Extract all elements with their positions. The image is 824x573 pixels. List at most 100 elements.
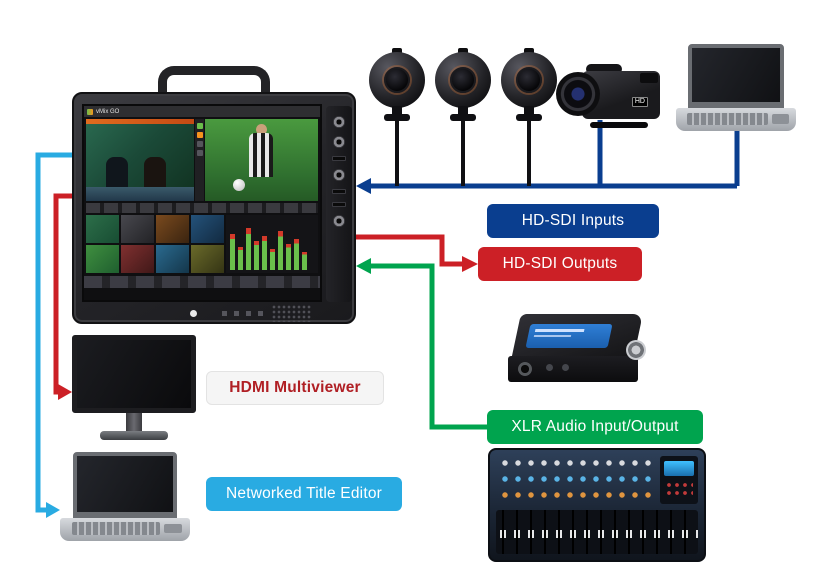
monitor-base	[100, 431, 168, 440]
hd-sdi-inputs-label: HD-SDI Inputs	[487, 204, 659, 238]
mixer-faders	[496, 510, 698, 554]
audio-meter-panel	[226, 215, 318, 273]
mixer-knob-row	[498, 472, 654, 486]
hd-sdi-input-line	[369, 120, 740, 189]
mixer-knob-row	[498, 456, 654, 470]
camcorder-lens-icon	[556, 72, 600, 116]
title-editor-arrow-icon	[46, 502, 60, 518]
port-icon	[332, 156, 346, 161]
port-icon	[332, 189, 346, 194]
audio-meter-bar	[294, 238, 299, 270]
player-head-shape	[256, 124, 267, 135]
hdmi-multiviewer-monitor-icon	[72, 335, 196, 443]
mixer-display-panel	[660, 456, 698, 504]
laptop-icon	[676, 44, 796, 148]
laptop-base	[676, 108, 796, 132]
audio-meter-bar	[238, 246, 243, 270]
audio-meter-bar	[278, 231, 283, 270]
io-connector-panel	[326, 106, 352, 302]
hd-sdi-outputs-label: HD-SDI Outputs	[478, 247, 642, 281]
mixer-display	[664, 461, 694, 476]
audio-meter-bar	[262, 236, 267, 270]
hdmi-multiviewer-label: HDMI Multiviewer	[206, 371, 384, 405]
camera-pole	[395, 120, 399, 186]
bnc-connector-icon	[333, 116, 345, 128]
desk-shape	[86, 187, 194, 201]
converter-knob	[546, 364, 553, 371]
touch-controls	[222, 311, 270, 316]
xlr-connector-icon	[518, 362, 532, 376]
input-thumbnails	[86, 215, 224, 273]
thumbnail-tile	[86, 215, 119, 243]
networked-title-editor-label: Networked Title Editor	[206, 477, 402, 511]
bnc-connector-icon	[333, 136, 345, 148]
thumbnail-tile	[121, 245, 154, 273]
audio-meter-bar	[270, 249, 275, 270]
thumbnail-tile	[191, 245, 224, 273]
camera-cap	[392, 48, 402, 54]
input-arrow-icon	[356, 178, 371, 194]
presenter-silhouette	[106, 157, 128, 187]
laptop-screen	[73, 452, 177, 518]
monitor-screen	[72, 335, 196, 413]
ball-shape	[233, 179, 245, 191]
ptz-camera-icon	[433, 48, 493, 186]
transition-button	[196, 132, 203, 138]
preview-window-left	[86, 119, 194, 201]
bnc-connector-icon	[626, 340, 646, 360]
thumbnail-tile	[86, 245, 119, 273]
audio-meter-bar	[302, 251, 307, 270]
camera-pole	[527, 120, 531, 186]
laptop-screen	[688, 44, 784, 109]
camera-cap	[458, 48, 468, 54]
converter-label	[525, 324, 613, 348]
camera-lens-icon	[384, 67, 410, 93]
laptop-trackpad	[772, 114, 789, 124]
player-shape	[249, 133, 273, 177]
camcorder-icon: HD	[556, 64, 662, 128]
preview-window-right	[205, 119, 318, 201]
statusbar	[84, 276, 320, 288]
converter-knob	[562, 364, 569, 371]
transition-button	[196, 141, 203, 147]
speaker-grille	[272, 305, 312, 322]
audio-meter-bar	[246, 228, 251, 270]
audio-meter-bar	[230, 233, 235, 270]
laptop-keyboard	[686, 112, 769, 126]
title-editor-line	[35, 152, 90, 513]
output-arrow-icon	[462, 256, 478, 272]
toolbar-row	[86, 203, 318, 213]
xlr-audio-line	[370, 263, 487, 430]
vmix-logo-icon	[87, 108, 93, 115]
audio-meter-bar	[286, 244, 291, 270]
bnc-connector-icon	[333, 169, 345, 181]
ptz-camera-icon	[367, 48, 427, 186]
audio-mixer-icon	[488, 448, 706, 562]
xlr-audio-converter-icon	[506, 314, 646, 392]
thumbnail-tile	[191, 215, 224, 243]
camera-pole	[461, 120, 465, 186]
camera-base	[450, 114, 476, 121]
lower-third-bar	[86, 119, 194, 124]
vmix-screen: vMix GO	[82, 104, 322, 302]
camera-neck	[392, 106, 402, 115]
ptz-camera-icon	[499, 48, 559, 186]
laptop-keyboard	[71, 521, 161, 535]
bnc-connector-icon	[333, 215, 345, 227]
thumbnail-tile	[121, 215, 154, 243]
camcorder-viewfinder	[640, 73, 658, 83]
thumbnail-tile	[156, 245, 189, 273]
camera-neck	[524, 106, 534, 115]
xlr-audio-label: XLR Audio Input/Output	[487, 410, 703, 444]
presenter-silhouette	[144, 157, 166, 187]
laptop-trackpad	[164, 523, 183, 534]
camera-lens-icon	[450, 67, 476, 93]
laptop-base	[60, 517, 190, 542]
vmix-logo-text: vMix GO	[96, 108, 120, 115]
camcorder-mic	[586, 64, 622, 74]
mixer-knob-row	[498, 488, 654, 502]
port-icon	[332, 202, 346, 207]
multiviewer-arrow-icon	[58, 384, 72, 400]
vmix-titlebar: vMix GO	[84, 106, 320, 117]
